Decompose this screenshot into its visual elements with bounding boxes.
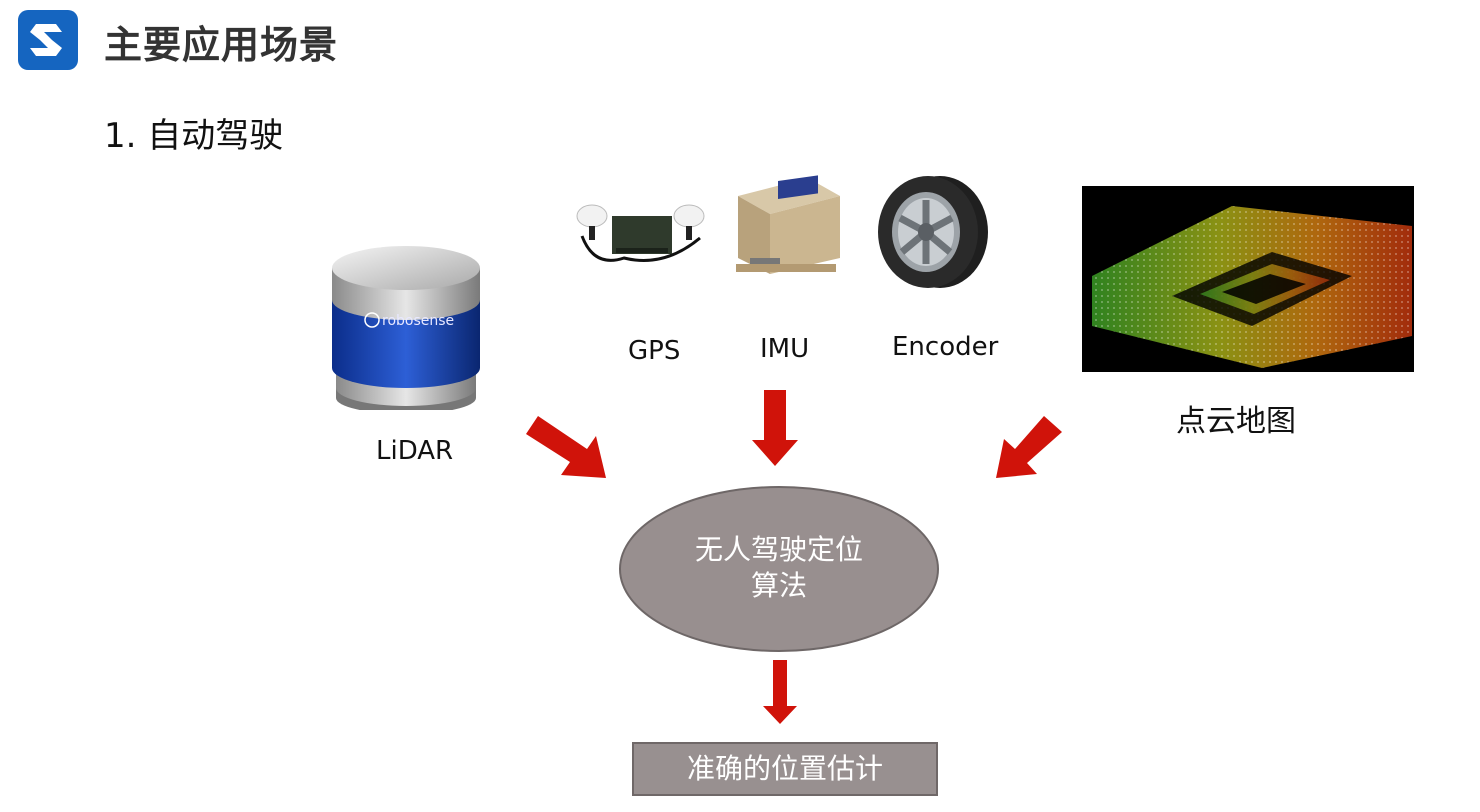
algorithm-label-line1: 无人驾驶定位 [694, 533, 863, 566]
algorithm-node [619, 486, 939, 652]
pointcloud-map-label: 点云地图 [1176, 404, 1296, 439]
gps-label: GPS [628, 336, 681, 366]
imu-label: IMU [760, 334, 810, 364]
gps-image [576, 204, 705, 262]
algorithm-label-line2: 算法 [750, 569, 807, 602]
page-title: 主要应用场景 [104, 23, 339, 67]
algorithm-label: 无人驾驶定位 算法 [620, 532, 938, 604]
lidar-image: robosense [332, 246, 480, 410]
encoder-label: Encoder [892, 332, 999, 362]
output-box: 准确的位置估计 [632, 742, 938, 796]
encoder-image [878, 176, 988, 288]
brand-logo-icon [18, 10, 78, 70]
lidar-brand-text: robosense [382, 313, 454, 329]
arrow-lidar-to-algorithm [526, 416, 606, 478]
arrow-algorithm-to-output [763, 660, 797, 724]
imu-image [736, 175, 840, 274]
arrow-center-to-algorithm [752, 390, 798, 466]
pointcloud-map-image [1082, 186, 1414, 372]
section-title: 1. 自动驾驶 [104, 116, 284, 156]
arrow-map-to-algorithm [996, 416, 1062, 478]
lidar-label: LiDAR [376, 436, 454, 466]
